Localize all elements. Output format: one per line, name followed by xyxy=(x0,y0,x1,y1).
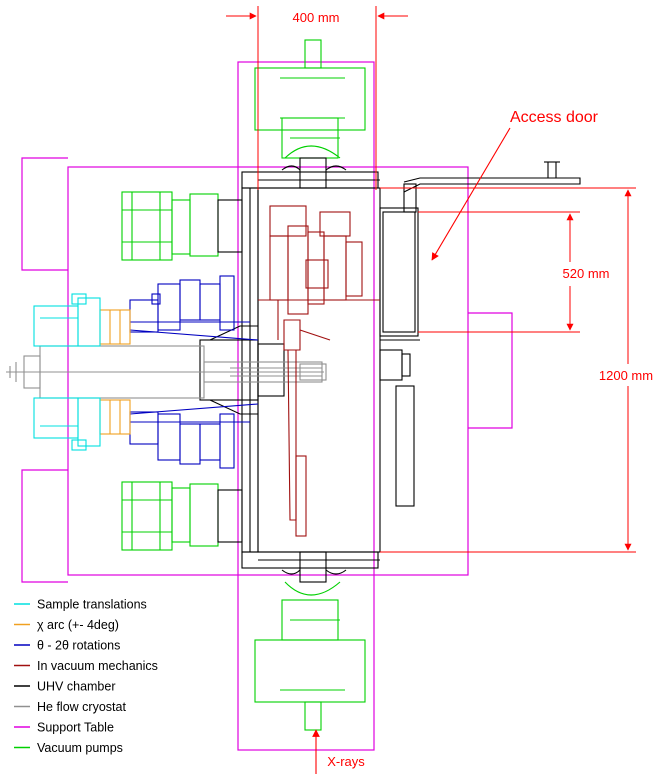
door-height-label: 520 mm xyxy=(563,266,610,281)
legend-label: Support Table xyxy=(37,721,114,735)
dimension-1200mm xyxy=(380,187,636,553)
he-flow-cryostat xyxy=(6,345,327,399)
legend-label: He flow cryostat xyxy=(37,700,126,714)
theta-2theta-rotations xyxy=(129,275,259,469)
legend-label: θ - 2θ rotations xyxy=(37,639,120,653)
legend-item: Support Table xyxy=(14,721,114,735)
dimension-400mm xyxy=(226,6,408,190)
uhv-chamber xyxy=(199,157,581,583)
legend-item: In vacuum mechanics xyxy=(14,659,158,673)
legend-item: He flow cryostat xyxy=(14,700,126,714)
legend-label: χ arc (+- 4deg) xyxy=(37,618,119,632)
width-label: 400 mm xyxy=(293,10,340,25)
vacuum-pumps xyxy=(121,39,366,731)
xrays-label: X-rays xyxy=(327,754,365,769)
legend-item: θ - 2θ rotations xyxy=(14,639,120,653)
legend-item: χ arc (+- 4deg) xyxy=(14,618,119,632)
support-table xyxy=(21,61,513,751)
legend-label: UHV chamber xyxy=(37,680,116,694)
sample-translations xyxy=(33,293,101,451)
legend-item: UHV chamber xyxy=(14,680,116,694)
legend-item: Sample translations xyxy=(14,598,147,612)
legend-item: Vacuum pumps xyxy=(14,741,123,755)
dimension-520mm xyxy=(418,211,580,333)
in-vacuum-mechanics xyxy=(258,205,380,537)
legend: Sample translations χ arc (+- 4deg) θ - 2θ… xyxy=(14,598,158,755)
legend-label: Vacuum pumps xyxy=(37,741,123,755)
total-height-label: 1200 mm xyxy=(599,368,653,383)
access-door-label: Access door xyxy=(510,109,599,126)
legend-label: In vacuum mechanics xyxy=(37,659,158,673)
access-door-pointer xyxy=(431,127,511,261)
legend-label: Sample translations xyxy=(37,598,147,612)
